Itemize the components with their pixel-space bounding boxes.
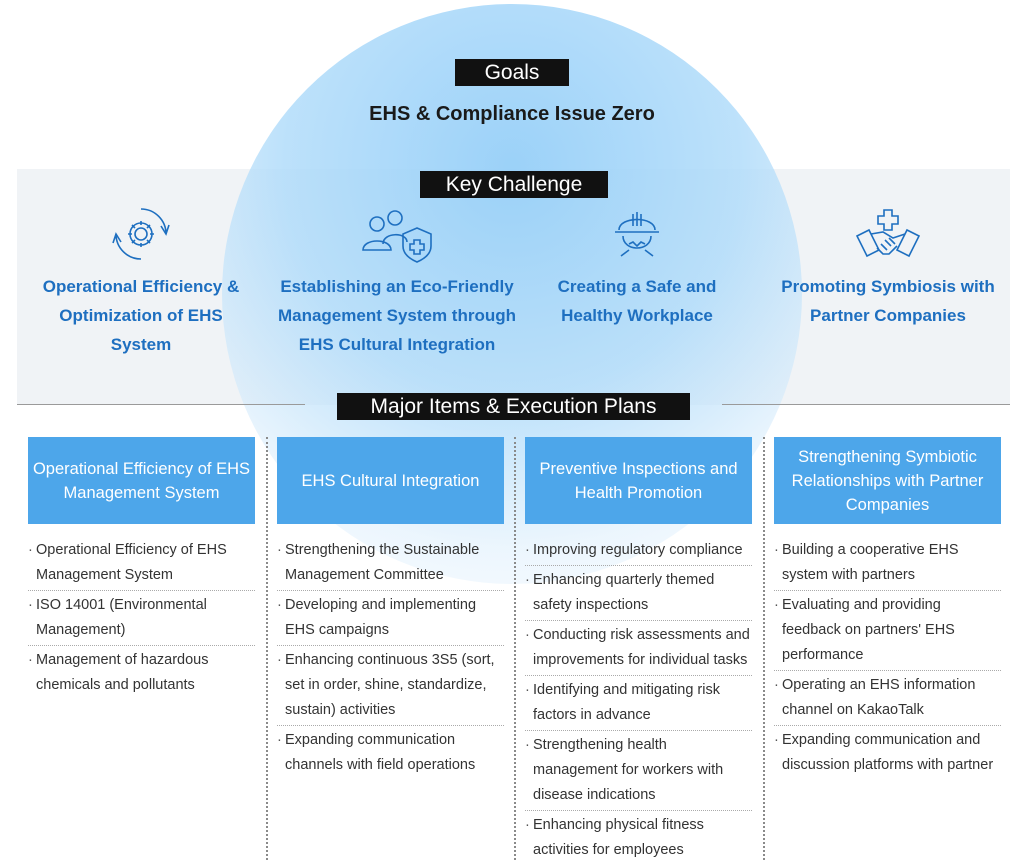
- list-item: Strengthening the Sustainable Management…: [277, 538, 504, 591]
- challenge-item-efficiency: Operational Efficiency & Optimization of…: [36, 204, 246, 359]
- challenge-title: Operational Efficiency & Optimization of…: [42, 277, 240, 354]
- list-item: Operational Efficiency of EHS Management…: [28, 538, 255, 591]
- plan-column: Operational Efficiency of EHS Management…: [28, 437, 255, 702]
- divider-left: [17, 404, 305, 405]
- plan-column: Strengthening Symbiotic Relationships wi…: [774, 437, 1001, 782]
- plan-list: Strengthening the Sustainable Management…: [277, 538, 504, 780]
- people-shield-icon: [264, 204, 530, 266]
- plan-list: Operational Efficiency of EHS Management…: [28, 538, 255, 700]
- list-item: Identifying and mitigating risk factors …: [525, 678, 752, 731]
- challenge-item-symbiosis: Promoting Symbiosis with Partner Compani…: [770, 204, 1006, 330]
- list-item: Operating an EHS information channel on …: [774, 673, 1001, 726]
- column-header: EHS Cultural Integration: [277, 437, 504, 524]
- list-item: Enhancing quarterly themed safety inspec…: [525, 568, 752, 621]
- challenge-title: Promoting Symbiosis with Partner Compani…: [781, 277, 995, 325]
- challenge-title: Establishing an Eco-Friendly Management …: [277, 277, 517, 354]
- list-item: Management of hazardous chemicals and po…: [28, 648, 255, 700]
- plan-column: Preventive Inspections and Health Promot…: [525, 437, 752, 867]
- challenge-item-safe-workplace: Creating a Safe and Healthy Workplace: [537, 204, 737, 330]
- challenge-title: Creating a Safe and Healthy Workplace: [557, 277, 717, 325]
- list-item: Developing and implementing EHS campaign…: [277, 593, 504, 646]
- list-item: Strengthening health management for work…: [525, 733, 752, 811]
- goal-statement: EHS & Compliance Issue Zero: [369, 103, 655, 125]
- list-item: Conducting risk assessments and improvem…: [525, 623, 752, 676]
- list-item: Enhancing continuous 3S5 (sort, set in o…: [277, 648, 504, 726]
- column-header: Preventive Inspections and Health Promot…: [525, 437, 752, 524]
- column-header: Strengthening Symbiotic Relationships wi…: [774, 437, 1001, 524]
- list-item: ISO 14001 (Environmental Management): [28, 593, 255, 646]
- list-item: Enhancing physical fitness activities fo…: [525, 813, 752, 865]
- major-items-label: Major Items & Execution Plans: [337, 393, 690, 420]
- handshake-icon: [770, 204, 1006, 266]
- column-header: Operational Efficiency of EHS Management…: [28, 437, 255, 524]
- list-item: Expanding communication and discussion p…: [774, 728, 1001, 780]
- list-item: Improving regulatory compliance: [525, 538, 752, 566]
- list-item: Building a cooperative EHS system with p…: [774, 538, 1001, 591]
- column-divider: [514, 437, 516, 860]
- hard-hat-worker-icon: [537, 204, 737, 266]
- column-divider: [266, 437, 268, 860]
- gear-cycle-icon: [36, 204, 246, 266]
- column-divider: [763, 437, 765, 860]
- list-item: Expanding communication channels with fi…: [277, 728, 504, 780]
- plan-list: Improving regulatory compliance Enhancin…: [525, 538, 752, 865]
- plan-list: Building a cooperative EHS system with p…: [774, 538, 1001, 780]
- key-challenge-label: Key Challenge: [420, 171, 608, 198]
- goals-label: Goals: [455, 59, 569, 86]
- list-item: Evaluating and providing feedback on par…: [774, 593, 1001, 671]
- divider-right: [722, 404, 1010, 405]
- challenge-item-eco-friendly: Establishing an Eco-Friendly Management …: [264, 204, 530, 359]
- plan-column: EHS Cultural Integration Strengthening t…: [277, 437, 504, 782]
